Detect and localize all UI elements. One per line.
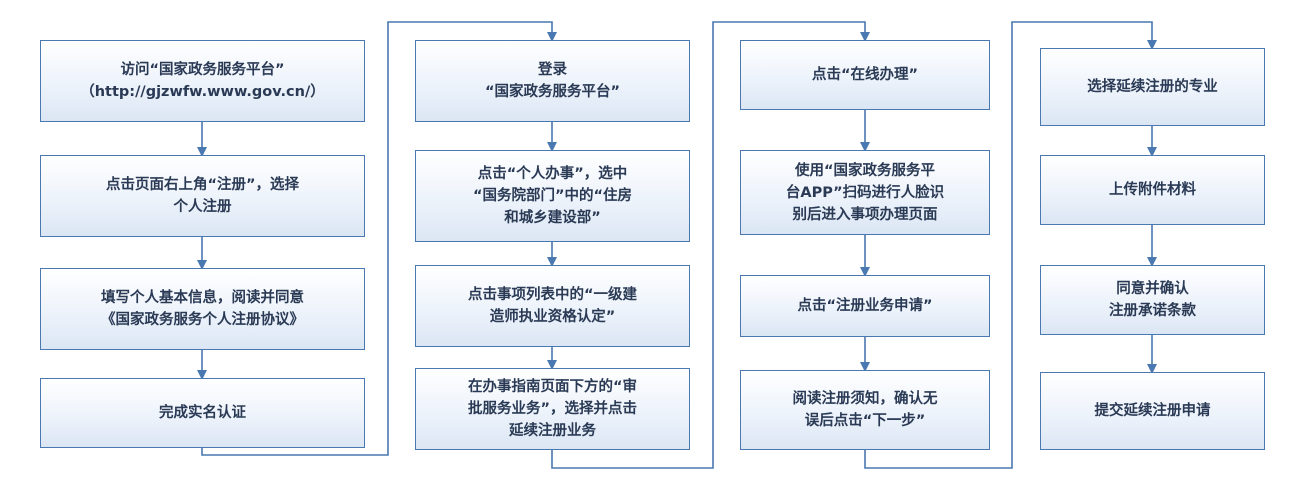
- step-read-notice: 阅读注册须知，确认无 误后点击“下一步”: [740, 370, 990, 450]
- step-text: 阅读注册须知，确认无 误后点击“下一步”: [792, 391, 938, 429]
- step-fill-info: 填写个人基本信息，阅读并同意 《国家政务服务个人注册协议》: [40, 268, 365, 350]
- step-text: 完成实名认证: [159, 405, 246, 421]
- step-text: 在办事指南页面下方的“审 批服务业务”，选择并点击 延续注册业务: [467, 379, 638, 439]
- step-text: 填写个人基本信息，阅读并同意 《国家政务服务个人注册协议》: [101, 290, 304, 328]
- step-select-item: 点击事项列表中的“一级建 造师执业资格认定”: [415, 265, 690, 347]
- step-renewal-business: 在办事指南页面下方的“审 批服务业务”，选择并点击 延续注册业务: [415, 368, 690, 450]
- step-face-scan: 使用“国家政务服务平 台APP”扫码进行人脸识 别后进入事项办理页面: [740, 150, 990, 235]
- step-select-major: 选择延续注册的专业: [1040, 48, 1265, 126]
- step-text: 同意并确认 注册承诺条款: [1109, 281, 1196, 319]
- step-registration-apply: 点击“注册业务申请”: [740, 275, 990, 337]
- step-text: 登录 “国家政务服务平台”: [484, 62, 621, 100]
- step-text: 点击“在线办理”: [811, 67, 919, 83]
- link-col2-col3: [551, 21, 870, 469]
- step-click-register: 点击页面右上角“注册”，选择 个人注册: [40, 155, 365, 237]
- step-text: 点击事项列表中的“一级建 造师执业资格认定”: [467, 287, 638, 325]
- step-text: 使用“国家政务服务平 台APP”扫码进行人脸识 别后进入事项办理页面: [785, 162, 945, 223]
- link-col3-col4: [864, 21, 1157, 469]
- step-text: 选择延续注册的专业: [1087, 79, 1218, 95]
- step-agree-terms: 同意并确认 注册承诺条款: [1040, 265, 1265, 335]
- step-real-name-auth: 完成实名认证: [40, 378, 365, 448]
- step-submit-renewal: 提交延续注册申请: [1040, 372, 1265, 450]
- step-online-handle: 点击“在线办理”: [740, 40, 990, 110]
- step-text: 访问“国家政务服务平台” （http://gjzwfw.www.gov.cn/）: [80, 62, 325, 100]
- step-personal-affairs: 点击“个人办事”，选中 “国务院部门”中的“住房 和城乡建设部”: [415, 150, 690, 242]
- step-text: 点击“注册业务申请”: [797, 298, 933, 314]
- step-upload-materials: 上传附件材料: [1040, 155, 1265, 225]
- step-text: 点击页面右上角“注册”，选择 个人注册: [105, 177, 300, 215]
- step-login: 登录 “国家政务服务平台”: [415, 40, 690, 122]
- step-text: 点击“个人办事”，选中 “国务院部门”中的“住房 和城乡建设部”: [472, 166, 633, 226]
- step-text: 提交延续注册申请: [1094, 403, 1211, 419]
- step-visit-platform: 访问“国家政务服务平台” （http://gjzwfw.www.gov.cn/）: [40, 40, 365, 122]
- link-col1-col2: [201, 21, 557, 456]
- step-text: 上传附件材料: [1109, 182, 1196, 198]
